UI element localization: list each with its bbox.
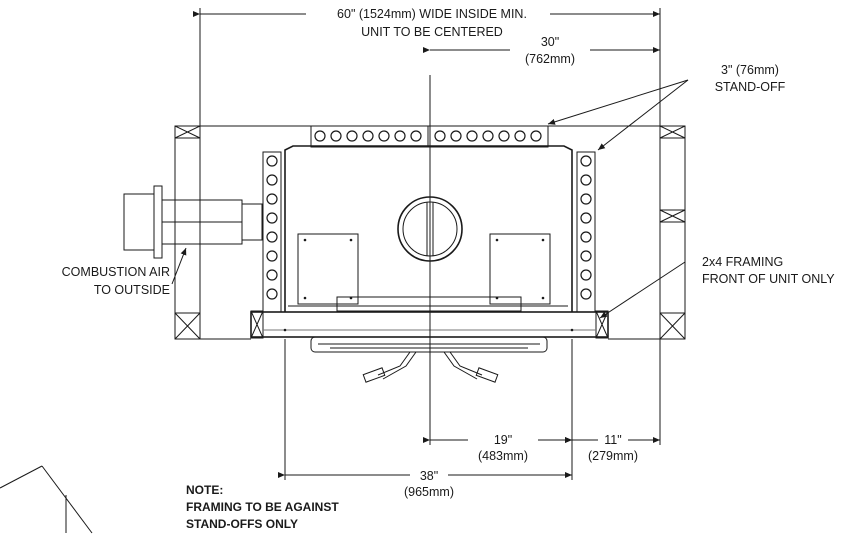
side-standoffs [262, 151, 596, 313]
valve-assembly [310, 336, 548, 383]
note-line-1: FRAMING TO BE AGAINST [186, 500, 339, 514]
dim-30-mm-label: (762mm) [525, 52, 575, 66]
dimension-lines [193, 11, 660, 478]
framing-studs [174, 125, 686, 340]
framing-label: 2x4 FRAMING [702, 255, 783, 269]
dim-11-mm-label: (279mm) [588, 449, 638, 463]
to-outside-label: TO OUTSIDE [94, 283, 170, 297]
overall-width-label: 60" (1524mm) WIDE INSIDE MIN. [337, 7, 527, 21]
dim-38-mm-label: (965mm) [404, 485, 454, 499]
note-line-2: STAND-OFFS ONLY [186, 517, 298, 531]
note-heading: NOTE: [186, 483, 223, 497]
standoff-size-label: 3" (76mm) [721, 63, 779, 77]
centered-note-label: UNIT TO BE CENTERED [361, 25, 503, 39]
dim-19-label: 19" [494, 433, 512, 447]
front-only-label: FRONT OF UNIT ONLY [702, 272, 835, 286]
standoff-label: STAND-OFF [715, 80, 786, 94]
extension-lines [199, 8, 661, 480]
leader-lines [171, 79, 689, 319]
combustion-air-label: COMBUSTION AIR [62, 265, 170, 279]
dim-11-label: 11" [604, 433, 621, 447]
dim-38-label: 38" [420, 469, 438, 483]
partial-drawing-edge [0, 465, 93, 534]
top-standoffs [310, 125, 549, 148]
dim-19-mm-label: (483mm) [478, 449, 528, 463]
combustion-air-pipe [123, 185, 263, 259]
dim-30-label: 30" [541, 35, 559, 49]
fireplace-unit [284, 145, 573, 312]
